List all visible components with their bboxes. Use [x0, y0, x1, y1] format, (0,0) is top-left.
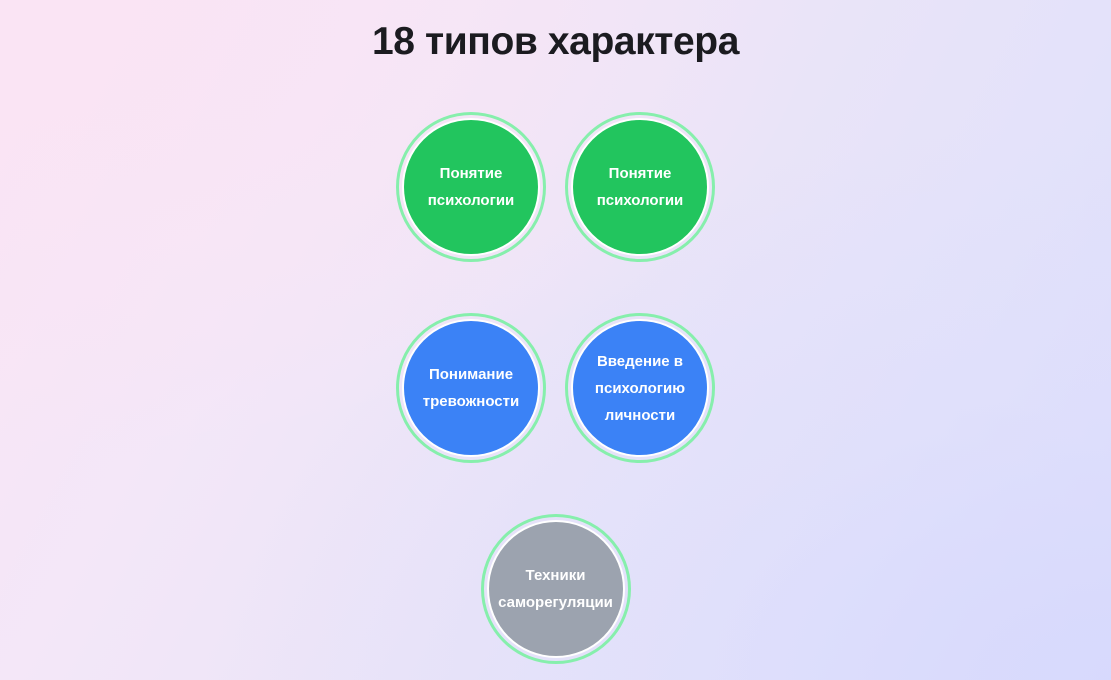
circle-inner-ring [571, 319, 709, 457]
circle-fill [404, 120, 538, 254]
circle-node-tehniki-samoregulyacii[interactable]: Техники саморегуляции [480, 514, 631, 664]
circle-node-vvedenie-v-psihologiyu-lichnosti[interactable]: Введение в психологию личности [565, 313, 715, 463]
circle-node-ponyatie-psihologii-2[interactable]: Понятие психологии [565, 112, 715, 262]
circle-inner-ring [486, 520, 625, 658]
circle-inner-ring [571, 118, 709, 256]
circle-inner-ring [402, 118, 540, 256]
circle-fill [573, 120, 707, 254]
circle-row-3: Техники саморегуляции [0, 514, 1111, 664]
circle-fill [488, 522, 623, 656]
page-title: 18 типов характера [372, 20, 739, 63]
circle-row-1: Понятие психологии Понятие психологии [0, 112, 1111, 262]
circle-fill [404, 321, 538, 455]
circle-fill [573, 321, 707, 455]
circle-inner-ring [402, 319, 540, 457]
circle-diagram: Понятие психологии Понятие психологии По… [0, 112, 1111, 664]
circle-node-ponyatie-psihologii-1[interactable]: Понятие психологии [396, 112, 546, 262]
circle-row-2: Понимание тревожности Введение в психоло… [0, 313, 1111, 463]
circle-node-ponimanie-trevozhnosti[interactable]: Понимание тревожности [396, 313, 546, 463]
